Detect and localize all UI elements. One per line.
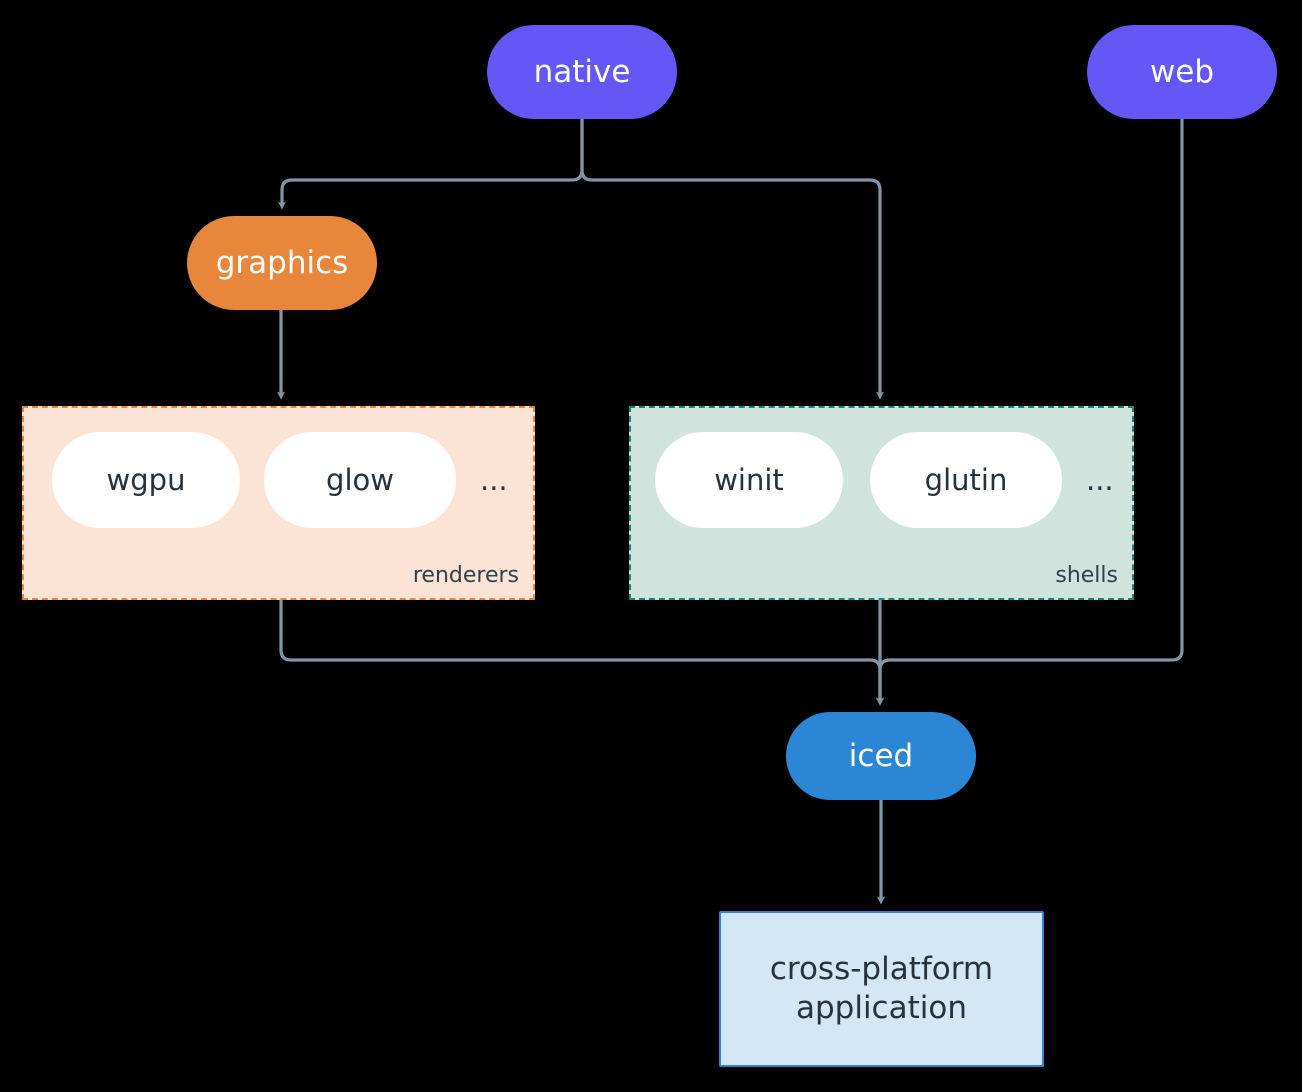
edge-native-to-shells — [580, 119, 884, 400]
group-item-glutin[interactable]: glutin — [870, 432, 1062, 528]
node-web-label: web — [1149, 53, 1215, 90]
node-native[interactable]: native — [487, 25, 677, 119]
node-iced-label: iced — [848, 737, 914, 774]
node-web[interactable]: web — [1087, 25, 1277, 119]
group-item-winit-label: winit — [714, 463, 784, 497]
edge-renderers-to-iced — [279, 600, 884, 706]
node-cross-platform-application-label: cross-platform application — [769, 951, 994, 1026]
group-shells-overflow-ellipsis: ... — [1086, 463, 1114, 497]
group-shells: winit glutin ... shells — [629, 406, 1134, 600]
group-renderers-caption: renderers — [412, 563, 519, 588]
group-item-glutin-label: glutin — [924, 463, 1008, 497]
group-item-glow-label: glow — [326, 463, 394, 497]
edge-native-to-graphics — [278, 119, 584, 210]
group-renderers: wgpu glow ... renderers — [22, 406, 535, 600]
group-item-winit[interactable]: winit — [655, 432, 843, 528]
node-graphics-label: graphics — [215, 244, 349, 281]
node-native-label: native — [533, 53, 631, 90]
node-cross-platform-application[interactable]: cross-platform application — [719, 911, 1044, 1067]
node-graphics[interactable]: graphics — [187, 216, 377, 310]
group-item-wgpu-label: wgpu — [106, 463, 186, 497]
group-renderers-overflow-ellipsis: ... — [480, 463, 508, 497]
group-item-glow[interactable]: glow — [264, 432, 456, 528]
group-shells-caption: shells — [1055, 563, 1118, 588]
node-iced[interactable]: iced — [786, 712, 976, 800]
group-item-wgpu[interactable]: wgpu — [52, 432, 240, 528]
